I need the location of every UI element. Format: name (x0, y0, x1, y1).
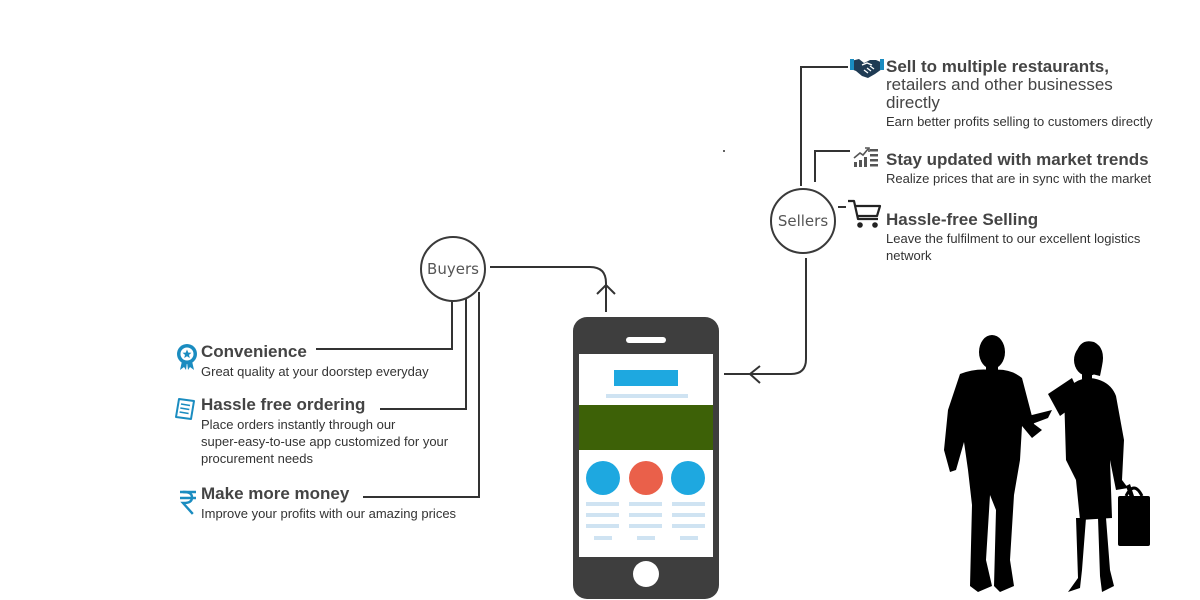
phone-home-button (633, 561, 659, 587)
feature-title: Sell to multiple restaurants, (886, 57, 1109, 76)
feature-make-more-money: Make more money Improve your profits wit… (201, 485, 456, 522)
feature-description-line-1: Leave the fulfilment to our excellent lo… (886, 231, 1141, 246)
order-receipt-icon (174, 397, 196, 426)
buyers-label: Buyers (427, 260, 479, 278)
feature-title: Convenience (201, 342, 307, 361)
connector-buyers-phone (490, 266, 607, 312)
buyers-node: Buyers (420, 236, 486, 302)
feature-convenience: Convenience Great quality at your doorst… (201, 343, 429, 380)
phone-screen (579, 354, 713, 557)
app-subheader-line (606, 394, 688, 398)
sellers-node: Sellers (770, 188, 836, 254)
sellers-label: Sellers (777, 212, 829, 230)
feature-title: Hassle free ordering (201, 395, 366, 414)
connector-market-trends (814, 150, 850, 182)
feature-title-line-2: retailers and other businesses (886, 75, 1113, 94)
arrow-up-head (596, 283, 616, 295)
shopping-cart-icon (847, 198, 883, 235)
award-badge-icon (176, 343, 198, 376)
feature-description: Realize prices that are in sync with the… (886, 171, 1152, 186)
feature-description-line-1: Place orders instantly through our (201, 417, 396, 432)
feature-sell-multiple: Sell to multiple restaurants, retailers … (886, 58, 1153, 130)
feature-description: Great quality at your doorstep everyday (201, 364, 429, 379)
app-header-bar (614, 370, 678, 386)
feature-description: Improve your profits with our amazing pr… (201, 506, 457, 521)
connector-sellers-phone (724, 258, 807, 375)
feature-description-line-2: super-easy-to-use app customized for you… (201, 434, 449, 449)
trend-chart-icon (853, 146, 879, 173)
feature-hassle-free-ordering: Hassle free ordering Place orders instan… (201, 396, 448, 467)
feature-title: Stay updated with market trends (886, 150, 1149, 169)
feature-description-line-3: procurement needs (201, 451, 314, 466)
connector-convenience (316, 300, 453, 350)
smartphone-illustration (573, 317, 719, 599)
feature-title: Hassle-free Selling (886, 210, 1039, 229)
app-item-circle-3 (671, 461, 705, 495)
stray-dot (723, 150, 725, 152)
handshake-icon (850, 57, 884, 84)
feature-description-line-2: network (886, 248, 932, 263)
business-people-silhouette (944, 335, 1150, 592)
connector-hassle-ordering (380, 296, 467, 410)
connector-sell-multiple (800, 66, 848, 186)
connector-make-money (363, 292, 480, 498)
rupee-icon (179, 489, 197, 520)
phone-speaker (626, 337, 666, 343)
app-banner (579, 405, 713, 450)
feature-hassle-free-selling: Hassle-free Selling Leave the fulfilment… (886, 211, 1140, 264)
feature-description: Earn better profits selling to customers… (886, 114, 1153, 129)
feature-market-trends: Stay updated with market trends Realize … (886, 151, 1151, 187)
feature-title: Make more money (201, 484, 350, 503)
arrow-left-head (748, 365, 761, 384)
app-item-circle-2 (629, 461, 663, 495)
app-item-circle-1 (586, 461, 620, 495)
feature-title-line-3: directly (886, 93, 940, 112)
